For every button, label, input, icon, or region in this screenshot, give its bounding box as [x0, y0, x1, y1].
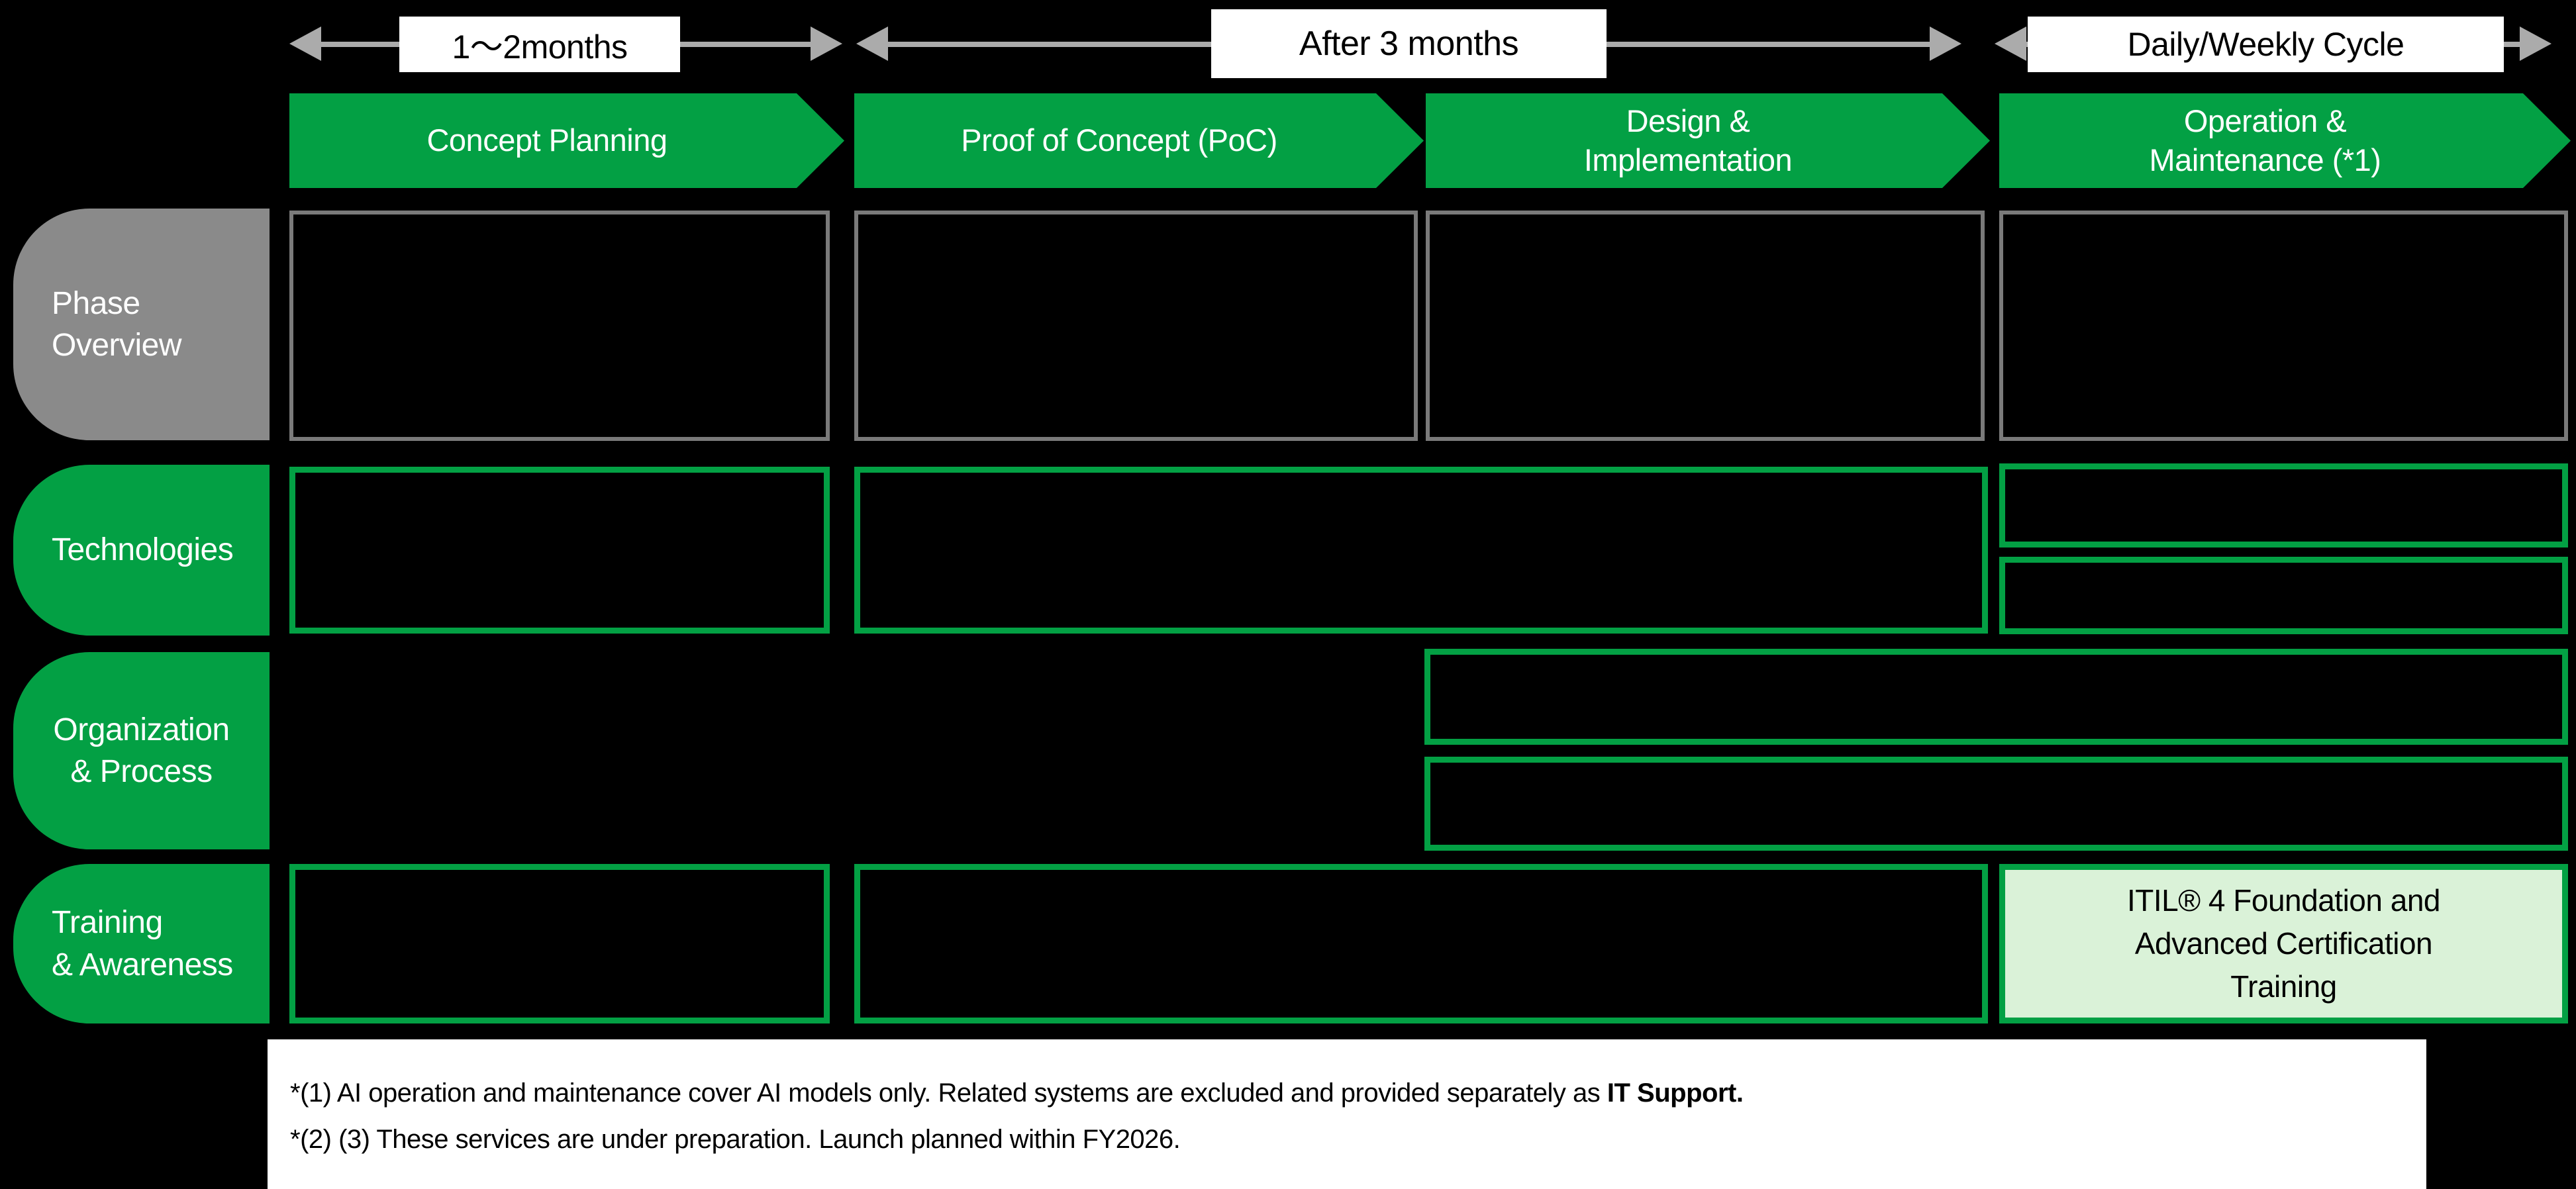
phase-overview-box-design	[1426, 211, 1985, 441]
row-label-technologies: Technologies	[13, 465, 270, 636]
phase-header-poc: Proof of Concept (PoC)	[854, 93, 1424, 188]
footnote-line-1: *(1) AI operation and maintenance cover …	[290, 1070, 2400, 1116]
arrow-right-icon	[1930, 26, 1961, 61]
technologies-box-operation-top	[1999, 463, 2568, 547]
technologies-box-operation-bottom	[1999, 557, 2568, 634]
arrow-left-icon	[856, 26, 888, 61]
arrow-left-icon	[289, 26, 321, 61]
timeline-label-after-3-months: After 3 months	[1211, 9, 1607, 78]
phase-overview-box-operation	[1999, 211, 2568, 441]
phase-header-operation-maintenance: Operation & Maintenance (*1)	[1999, 93, 2571, 188]
organization-box-bottom	[1424, 757, 2568, 851]
training-box-concept	[289, 864, 830, 1023]
itil-training-box: ITIL® 4 Foundation and Advanced Certific…	[1999, 864, 2568, 1023]
row-label-phase-overview: Phase Overview	[13, 209, 270, 440]
training-box-poc-design	[854, 864, 1988, 1023]
row-label-training-awareness: Training & Awareness	[13, 864, 270, 1023]
row-label-organization-process: Organization & Process	[13, 652, 270, 849]
technologies-box-poc-design	[854, 467, 1988, 634]
technologies-box-concept	[289, 467, 830, 634]
arrow-right-icon	[2520, 26, 2551, 61]
organization-box-top	[1424, 649, 2568, 745]
arrow-left-icon	[1995, 26, 2026, 61]
phase-header-concept-planning: Concept Planning	[289, 93, 844, 188]
footnotes-panel: *(1) AI operation and maintenance cover …	[268, 1039, 2426, 1189]
footnote-1-bold-text: IT Support.	[1607, 1078, 1744, 1108]
phase-overview-box-poc	[854, 211, 1418, 441]
footnote-1-text: *(1) AI operation and maintenance cover …	[290, 1078, 1607, 1108]
footnote-line-2: *(2) (3) These services are under prepar…	[290, 1125, 1181, 1154]
phase-header-design-implementation: Design & Implementation	[1426, 93, 1990, 188]
phase-overview-box-concept	[289, 211, 830, 441]
arrow-right-icon	[811, 26, 842, 61]
timeline-label-1-2-months: 1～2months	[399, 17, 680, 72]
timeline-label-daily-weekly-cycle: Daily/Weekly Cycle	[2028, 17, 2504, 72]
